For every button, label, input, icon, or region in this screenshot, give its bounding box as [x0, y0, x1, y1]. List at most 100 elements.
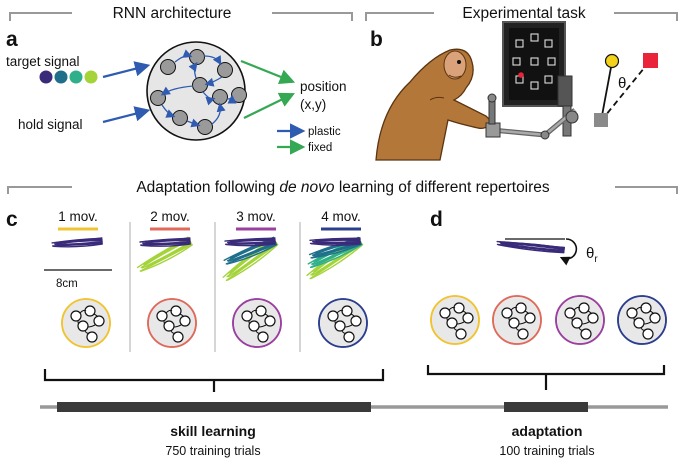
panel-d-letter: d	[430, 208, 443, 231]
rotation-label: θr	[586, 245, 598, 265]
trajectory-purple	[505, 242, 565, 250]
network-icon-ring	[555, 295, 605, 345]
target-signal-label: target signal	[6, 54, 80, 69]
header-bracket-left	[9, 12, 72, 21]
trajectory-purple	[231, 239, 276, 243]
trajectory-purple	[499, 241, 565, 249]
output-arrow-bottom	[243, 92, 295, 119]
skill-learning-bar	[57, 402, 371, 412]
target-signal-dot	[69, 70, 83, 84]
scale-label: 8cm	[56, 278, 78, 290]
network-icon-ring	[147, 298, 197, 348]
cursor-path-line	[600, 61, 613, 122]
condition-label: 4 mov.	[321, 209, 361, 224]
panel-c-letter: c	[6, 208, 18, 231]
network-icon-ring	[430, 295, 480, 345]
skill-learning-trials: 750 training trials	[165, 444, 260, 458]
network-icon-ring	[617, 295, 667, 345]
start-square	[594, 113, 608, 127]
rotation-arrow	[559, 238, 578, 266]
skill-learning-title: skill learning	[170, 423, 256, 439]
network-icon-ring	[318, 298, 368, 348]
output-label: position	[300, 79, 347, 94]
trajectory-purple	[310, 243, 361, 246]
cursor-dot	[604, 53, 620, 69]
rnn-node	[189, 49, 205, 65]
trajectory-purple	[316, 241, 361, 244]
trajectory-purple	[231, 241, 276, 244]
network-icon-ring	[492, 295, 542, 345]
condition-headers: 1 mov.2 mov.3 mov.4 mov.	[58, 209, 361, 231]
trajectory-lime	[140, 244, 193, 272]
header-bracket-right	[614, 12, 678, 21]
trajectory-purple	[225, 243, 276, 247]
header-bracket-left	[7, 186, 72, 194]
header-bracket-left	[365, 12, 434, 21]
panel-c: c 1 mov.2 mov.3 mov.4 mov. 8cm	[6, 208, 385, 392]
rnn-node	[172, 110, 188, 126]
network-icons-c	[61, 298, 368, 348]
panel-a-header: RNN architecture	[113, 5, 232, 22]
target-square	[643, 53, 658, 68]
monkey-illustration	[375, 48, 493, 161]
legend-plastic-label: plastic	[308, 126, 341, 138]
trajectory-purple	[52, 243, 103, 248]
panel-a: RNN architecture a target signal hold si…	[6, 5, 353, 155]
hold-input-arrow	[102, 106, 151, 124]
trajectory-lime	[226, 243, 279, 281]
target-direction-line	[600, 66, 646, 122]
condition-label: 3 mov.	[236, 209, 276, 224]
rnn-node	[197, 119, 213, 135]
trajectory-purple	[506, 243, 565, 252]
adaptation-trials: 100 training trials	[499, 444, 594, 458]
hold-signal-label: hold signal	[18, 117, 83, 132]
rnn-node	[217, 62, 233, 78]
network-icon-ring	[61, 298, 111, 348]
section-header: Adaptation following de novo learning of…	[7, 179, 678, 196]
trajectory-purple	[146, 239, 191, 244]
trajectory-purple	[58, 241, 103, 246]
timeline: skill learning 750 training trials adapt…	[40, 402, 668, 458]
condition-dividers	[129, 222, 301, 352]
output-arrow-top	[240, 59, 296, 85]
manipulandum-illustration	[485, 93, 579, 140]
trajectory-purple	[146, 241, 191, 245]
header-bracket-right	[272, 12, 353, 21]
target-signal-dot	[39, 70, 53, 84]
trajectory-lime	[310, 244, 364, 280]
target-signal-dot	[54, 70, 68, 84]
rnn-node	[150, 90, 166, 106]
monitor-illustration	[502, 21, 573, 137]
adaptation-bar	[504, 402, 588, 412]
trajectory-plots	[51, 236, 364, 281]
panel-b: Experimental task b	[365, 5, 678, 161]
network-icons-d	[430, 295, 667, 345]
trajectory-teal	[226, 244, 278, 265]
trajectory-purple	[316, 239, 361, 242]
panel-a-letter: a	[6, 28, 18, 51]
legend-fixed-label: fixed	[308, 142, 332, 154]
trajectory-purple	[140, 243, 191, 247]
header-bracket-right	[615, 186, 678, 194]
bracket-c	[43, 369, 385, 382]
panel-d: d θr	[426, 208, 667, 390]
target-signal-dot	[84, 70, 98, 84]
adaptation-trajectory	[496, 240, 565, 254]
target-input-arrow	[102, 61, 151, 79]
trajectory-teal	[311, 243, 362, 259]
section-header-text: Adaptation following de novo learning of…	[136, 179, 550, 196]
trajectory-purple	[497, 244, 565, 254]
panel-b-header: Experimental task	[462, 5, 585, 22]
task-schematic: θ	[594, 53, 658, 127]
rnn-node	[192, 77, 208, 93]
network-icon-ring	[232, 298, 282, 348]
trajectory-green	[310, 243, 363, 268]
bracket-d	[426, 365, 666, 376]
condition-label: 2 mov.	[150, 209, 190, 224]
rnn-node	[231, 87, 247, 103]
rnn-node	[160, 59, 176, 75]
rnn-recurrent-connections	[160, 49, 237, 128]
rnn-node	[212, 89, 228, 105]
adaptation-title: adaptation	[512, 423, 583, 439]
